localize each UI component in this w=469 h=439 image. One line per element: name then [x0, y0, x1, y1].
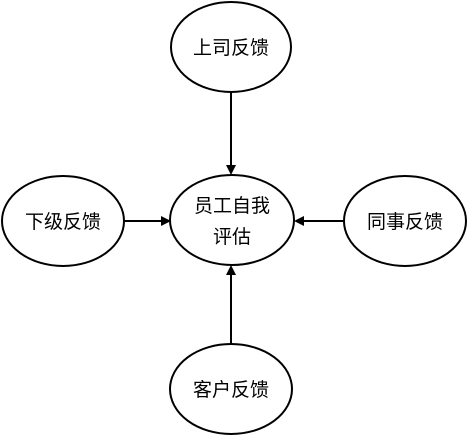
node-subordinate-feedback: 下级反馈 — [1, 175, 125, 267]
node-label-center-line2: 评估 — [213, 226, 251, 248]
node-ellipse-top — [170, 1, 292, 93]
node-customer-feedback: 客户反馈 — [169, 343, 293, 435]
node-ellipse-center — [169, 174, 295, 266]
node-peer-feedback: 同事反馈 — [343, 175, 467, 267]
node-supervisor-feedback: 上司反馈 — [170, 1, 292, 93]
node-self-assessment: 员工自我 评估 — [169, 174, 295, 266]
edges — [124, 92, 345, 344]
node-label-center-line1: 员工自我 — [194, 195, 270, 217]
arrowhead-left — [161, 216, 171, 226]
node-ellipse-left — [1, 175, 125, 267]
node-label-right: 同事反馈 — [367, 211, 443, 233]
node-label-bottom: 客户反馈 — [193, 379, 269, 401]
node-ellipse-bottom — [169, 343, 293, 435]
arrowhead-top — [226, 165, 236, 175]
arrowhead-right — [294, 216, 304, 226]
node-label-left: 下级反馈 — [25, 211, 101, 233]
arrowhead-bottom — [226, 265, 236, 275]
node-ellipse-right — [343, 175, 467, 267]
node-label-top: 上司反馈 — [193, 37, 269, 59]
